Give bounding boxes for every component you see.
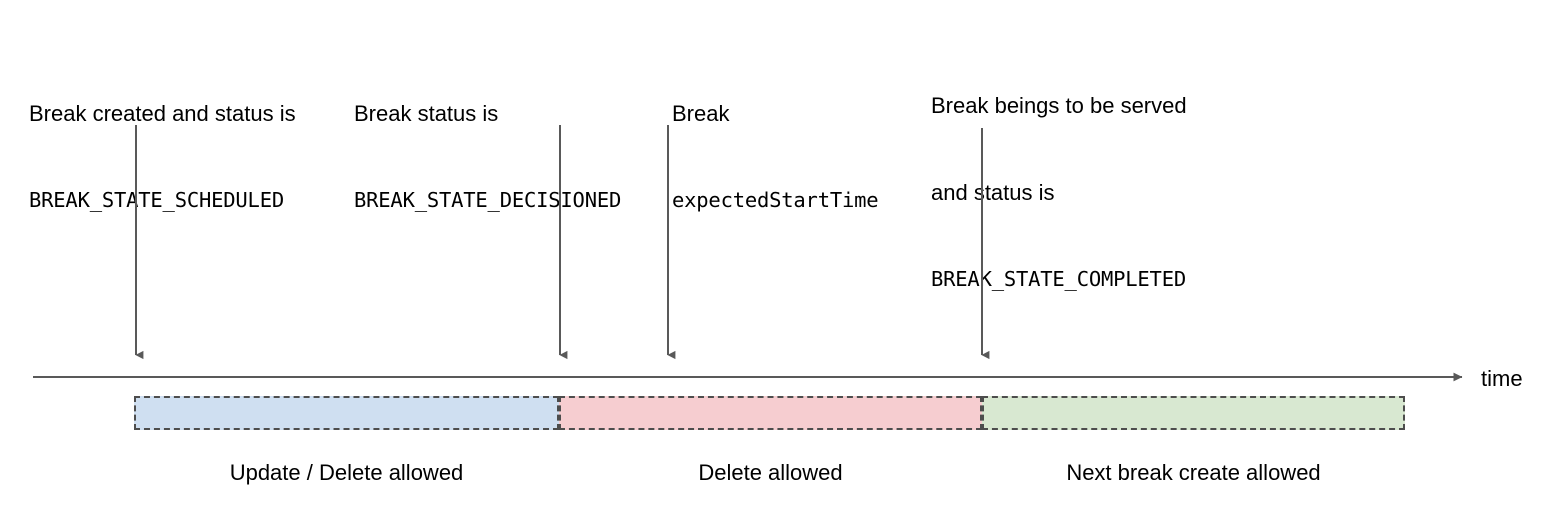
segment-caption-delete-allowed: Delete allowed [698, 460, 843, 485]
callout-line-3: BREAK_STATE_COMPLETED [931, 267, 1186, 291]
callout-line-1: Break status is [354, 101, 499, 126]
segment-caption-next-break-create-allowed: Next break create allowed [1066, 460, 1321, 485]
callout-break-created: Break created and status is BREAK_STATE_… [29, 41, 296, 273]
callout-line-2: expectedStartTime [672, 188, 879, 212]
callout-line-1: Break created and status is [29, 101, 296, 126]
timeline-bar-decisioned [559, 396, 982, 430]
segment-caption-update-delete-allowed: Update / Delete allowed [229, 460, 464, 485]
callout-line-2: BREAK_STATE_DECISIONED [354, 188, 622, 212]
callout-break-expected-start-time: Break expectedStartTime [672, 41, 879, 273]
callout-line-2: BREAK_STATE_SCHEDULED [29, 188, 284, 212]
callout-line-1: Break beings to be served [931, 93, 1187, 118]
callout-break-decisioned: Break status is BREAK_STATE_DECISIONED [354, 41, 621, 273]
timeline-bar-scheduled [134, 396, 559, 430]
timeline-bar-completed [982, 396, 1405, 430]
callout-line-2: and status is [931, 180, 1055, 205]
callout-break-completed: Break beings to be served and status is … [931, 33, 1187, 352]
callout-line-1: Break [672, 101, 730, 126]
time-axis-label: time [1481, 366, 1523, 391]
